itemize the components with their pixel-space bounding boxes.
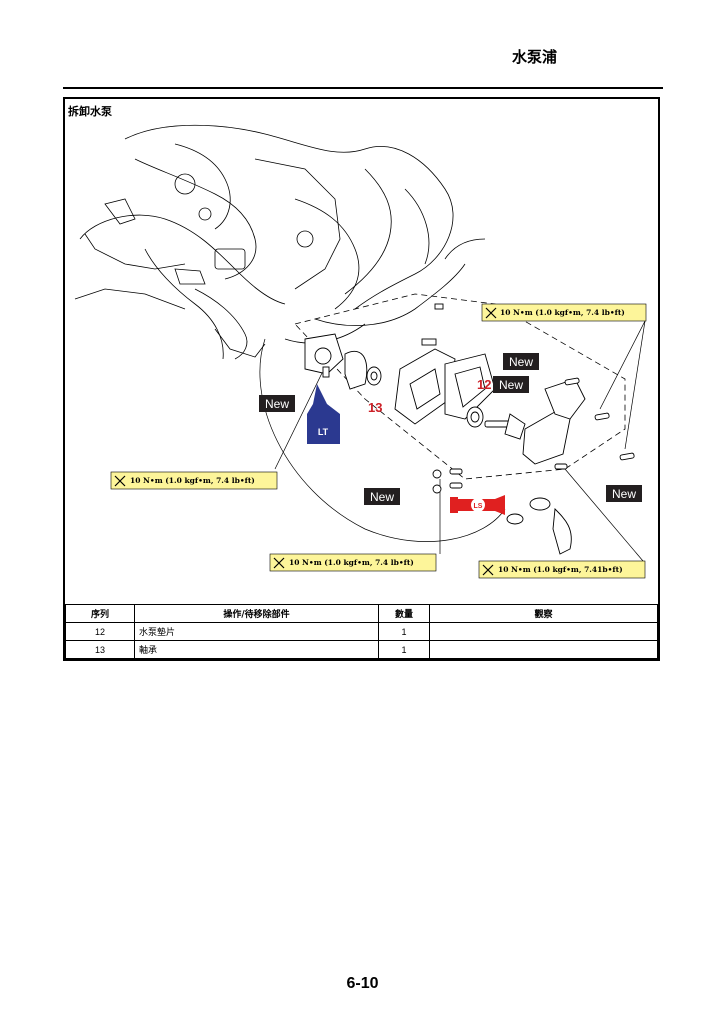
svg-text:New: New [370, 490, 394, 504]
new-badge: New [606, 485, 642, 502]
svg-text:10 N•m (1.0 kgf•m, 7.41b•ft): 10 N•m (1.0 kgf•m, 7.41b•ft) [498, 565, 623, 574]
svg-text:New: New [499, 378, 523, 392]
assembly-dashed-outline [294, 293, 626, 480]
svg-text:LS: LS [474, 503, 483, 510]
new-badge: New [493, 376, 529, 393]
callout-12: 12 [477, 377, 491, 392]
col-part: 操作/待移除部件 [134, 604, 379, 623]
ls-grease-icon: LS [450, 495, 505, 515]
table-row: 12 水泵墊片 1 [65, 622, 658, 641]
water-pump-parts [304, 303, 635, 555]
svg-text:New: New [265, 397, 289, 411]
callout-13: 13 [368, 400, 382, 415]
new-badge: New [503, 353, 539, 370]
svg-text:LT: LT [318, 427, 329, 437]
header-rule [63, 87, 663, 89]
table-header-row: 序列 操作/待移除部件 數量 觀察 [65, 604, 658, 623]
new-badge: New [364, 488, 400, 505]
lt-threadlock-icon: LT [307, 384, 340, 444]
svg-text:New: New [509, 355, 533, 369]
col-note: 觀察 [429, 604, 658, 623]
col-qty: 數量 [378, 604, 430, 623]
table-row: 13 軸承 1 [65, 640, 658, 659]
new-badge: New [259, 395, 295, 412]
section-title: 拆卸水泵 [68, 105, 112, 118]
exploded-diagram: LT LS 13 12 New New New New New 10 N•m (… [74, 124, 647, 579]
diagram-frame: 拆卸水泵 [63, 97, 660, 661]
svg-text:10 N•m (1.0 kgf•m, 7.4 lb•ft): 10 N•m (1.0 kgf•m, 7.4 lb•ft) [289, 558, 414, 567]
page-number: 6-10 [346, 975, 379, 992]
torque-spec-bottom-middle: 10 N•m (1.0 kgf•m, 7.4 lb•ft) [269, 553, 437, 572]
svg-text:New: New [612, 487, 636, 501]
page-header-title: 水泵浦 [511, 48, 557, 66]
torque-spec-top-right: 10 N•m (1.0 kgf•m, 7.4 lb•ft) [481, 303, 647, 322]
col-seq: 序列 [65, 604, 135, 623]
torque-spec-left: 10 N•m (1.0 kgf•m, 7.4 lb•ft) [110, 471, 278, 490]
engine-linework [74, 124, 486, 360]
parts-table: 序列 操作/待移除部件 數量 觀察 12 水泵墊片 1 13 軸承 1 [65, 604, 658, 659]
svg-text:10 N•m (1.0 kgf•m, 7.4 lb•ft): 10 N•m (1.0 kgf•m, 7.4 lb•ft) [130, 476, 255, 485]
svg-text:10 N•m (1.0 kgf•m, 7.4 lb•ft): 10 N•m (1.0 kgf•m, 7.4 lb•ft) [500, 308, 625, 317]
torque-spec-bottom-right: 10 N•m (1.0 kgf•m, 7.41b•ft) [478, 560, 646, 579]
leader-lines [259, 320, 646, 562]
